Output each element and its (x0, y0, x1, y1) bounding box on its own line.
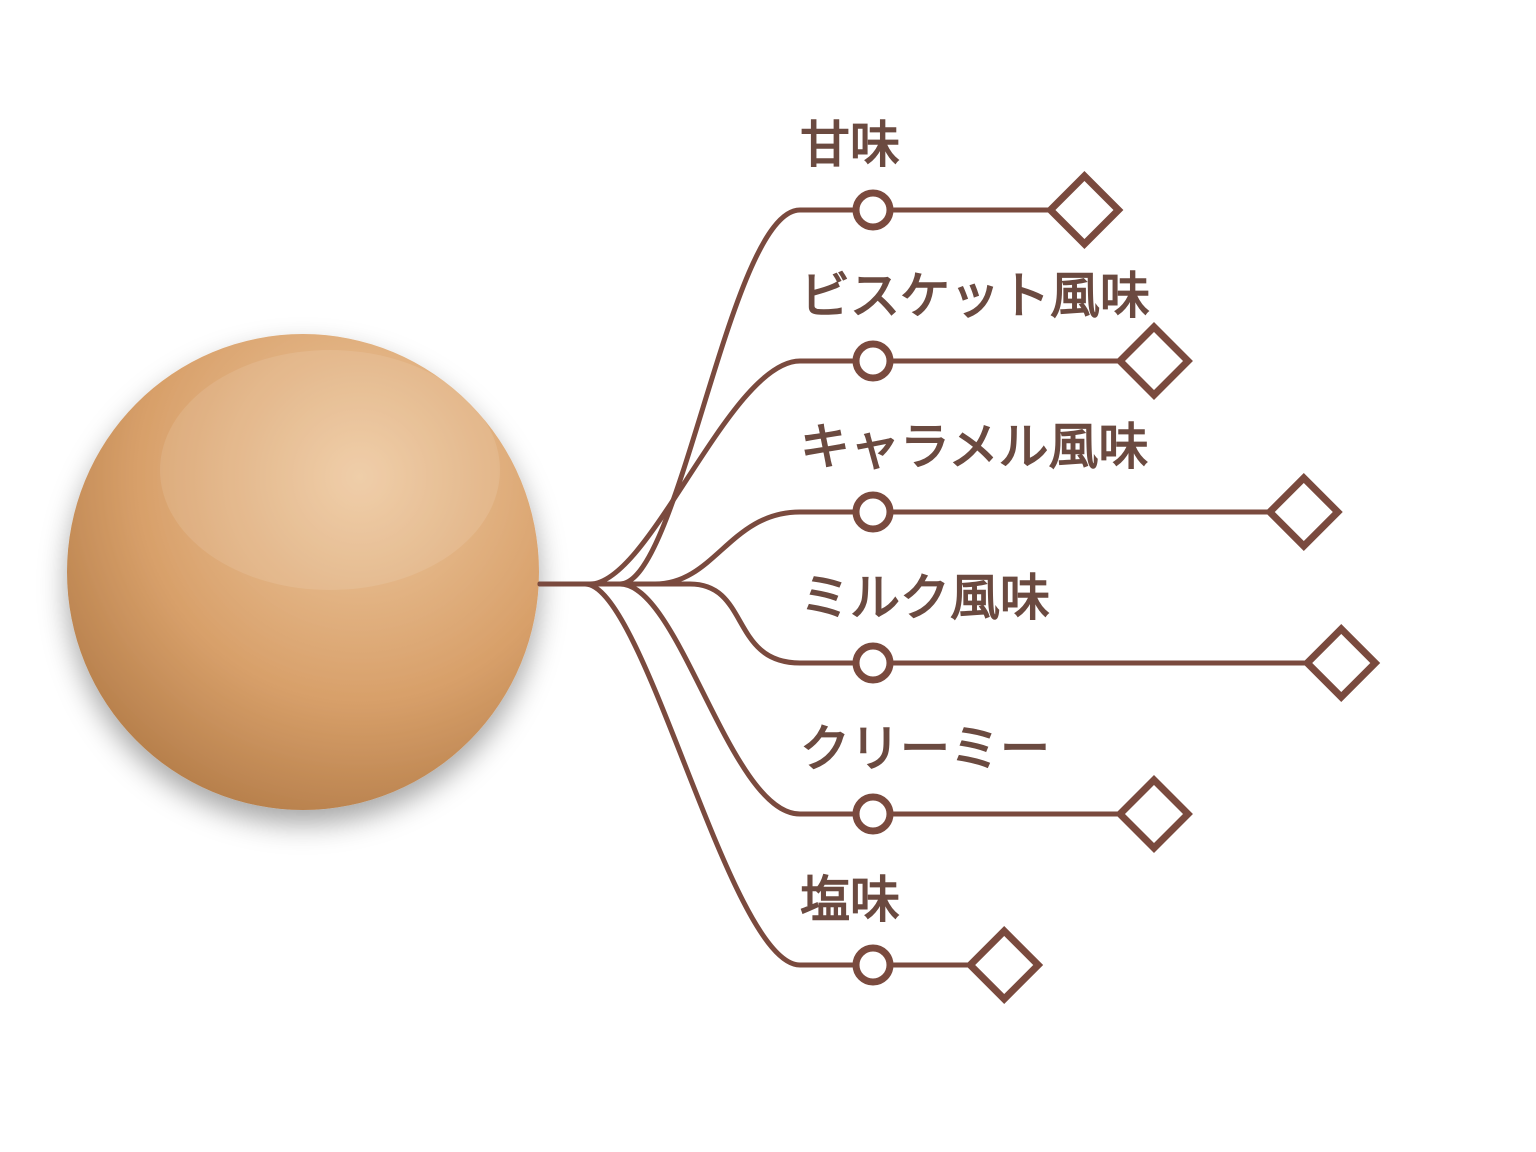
flavor-label: 甘味 (800, 116, 900, 174)
branch-line (537, 581, 859, 968)
level-diamond-icon (1115, 775, 1193, 853)
level-diamond-icon (1302, 624, 1381, 702)
node-circle-icon (852, 340, 894, 382)
bean-body (67, 334, 539, 810)
node-circle-icon (852, 491, 894, 533)
flavor-label: ビスケット風味 (800, 267, 1150, 325)
branch-line (537, 581, 859, 817)
bean-highlight (160, 350, 500, 590)
branch-line (537, 358, 859, 587)
flavor-label: キャラメル風味 (800, 418, 1149, 476)
chocolate-bean-icon (67, 334, 539, 810)
level-diamond-icon (965, 926, 1044, 1004)
branch-line (537, 581, 859, 666)
flavor-label: ミルク風味 (800, 569, 1050, 627)
branch-line (537, 207, 859, 587)
flavor-label: 塩味 (800, 871, 900, 929)
level-diamond-icon (1264, 473, 1343, 551)
node-circle-icon (852, 642, 894, 684)
flavor-label: クリーミー (800, 720, 1050, 778)
level-diamond-icon (1045, 171, 1124, 249)
node-circle-icon (852, 189, 894, 231)
node-circle-icon (852, 793, 894, 835)
node-circle-icon (852, 944, 894, 986)
level-diamond-icon (1115, 322, 1193, 400)
